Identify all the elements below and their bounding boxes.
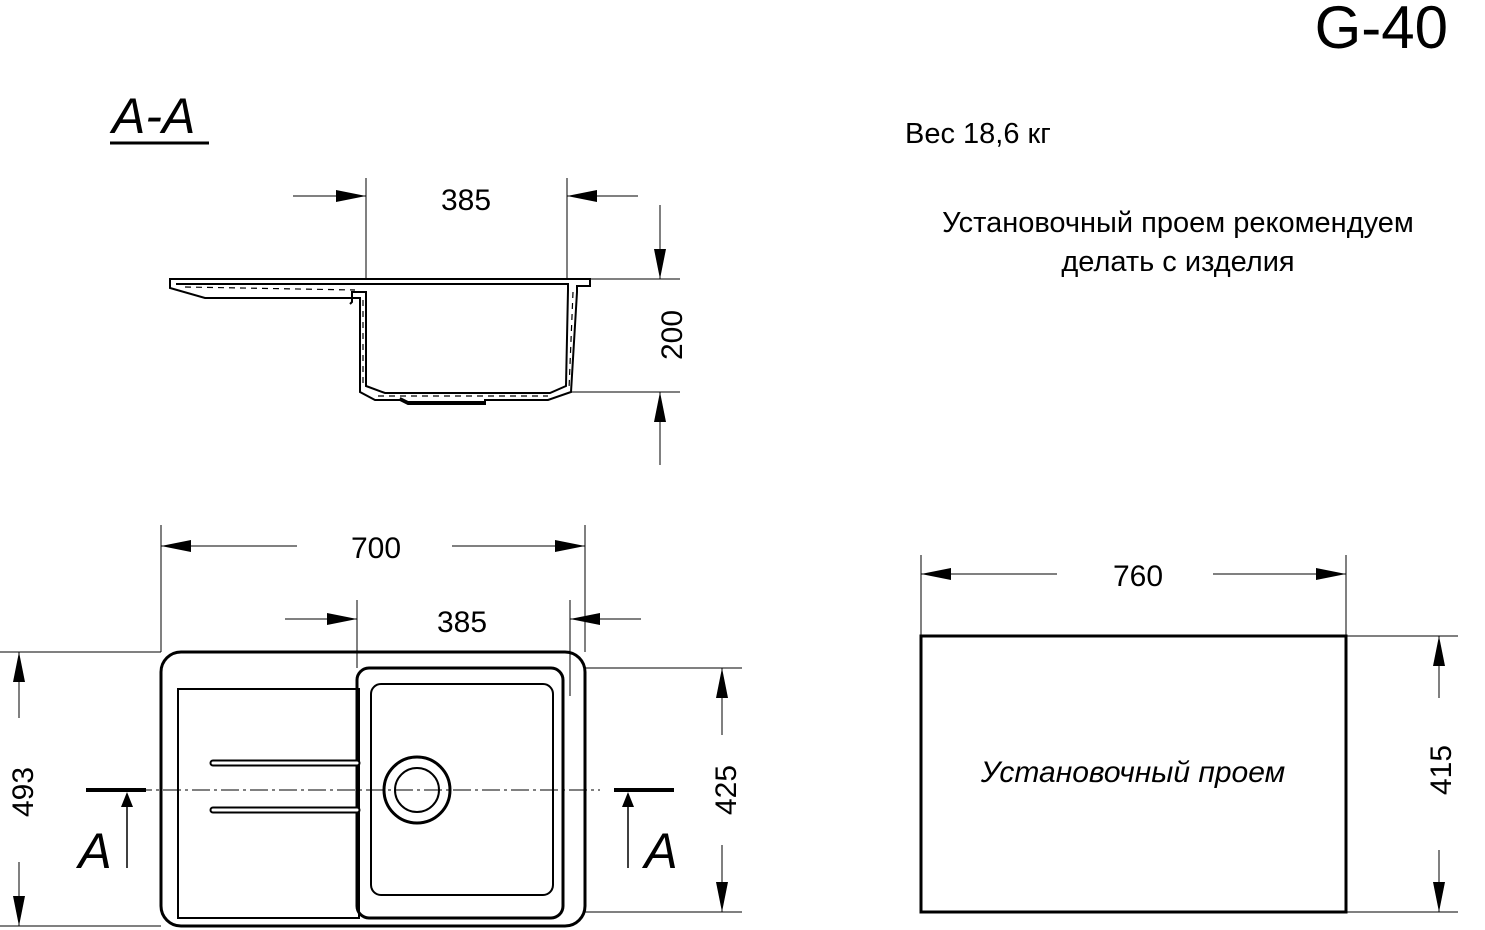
- section-width-dimension: 385: [293, 178, 638, 279]
- recommendation-line-1: Установочный проем рекомендуем: [942, 207, 1414, 239]
- cut-label-left: A: [75, 823, 111, 879]
- plan-bowl-width-dimension: 385: [285, 600, 641, 696]
- plan-bowl-width-label: 385: [437, 606, 487, 639]
- section-width-label: 385: [441, 184, 491, 217]
- cutout-height-dimension: 415: [1346, 635, 1458, 913]
- cut-marker-left: A: [75, 788, 146, 879]
- bowl-outer: [355, 666, 565, 920]
- plan-bowl-depth-label: 425: [710, 765, 743, 815]
- cutout-width-label: 760: [1113, 560, 1163, 593]
- cutout-width-dimension: 760: [920, 555, 1347, 636]
- weight-note: Вес 18,6 кг: [905, 118, 1051, 150]
- cut-label-right: A: [641, 823, 677, 879]
- cut-marker-right: A: [614, 788, 678, 879]
- plan-width-label: 700: [351, 532, 401, 565]
- plan-bowl-depth-dimension: 425: [585, 667, 743, 913]
- section-depth-dimension: 200: [572, 205, 689, 465]
- plan-width-dimension: 700: [160, 525, 586, 652]
- plan-depth-label: 493: [7, 767, 40, 817]
- plan-depth-dimension: 493: [0, 651, 161, 927]
- drainboard: [177, 688, 360, 919]
- section-depth-label: 200: [656, 310, 689, 360]
- sink-outline: [159, 650, 587, 928]
- cutout-height-label: 415: [1425, 745, 1458, 795]
- cutout-view: Установочный проем: [919, 634, 1348, 914]
- section-profile: [169, 278, 591, 405]
- recommendation-line-2: делать с изделия: [1061, 246, 1294, 278]
- cutout-label: Установочный проем: [980, 756, 1285, 789]
- section-title: A-A: [109, 88, 195, 144]
- drain-ribs: [209, 759, 361, 814]
- model-code: G-40: [1315, 0, 1448, 61]
- cutout-rect: [919, 634, 1348, 914]
- sink-plan: [105, 650, 600, 928]
